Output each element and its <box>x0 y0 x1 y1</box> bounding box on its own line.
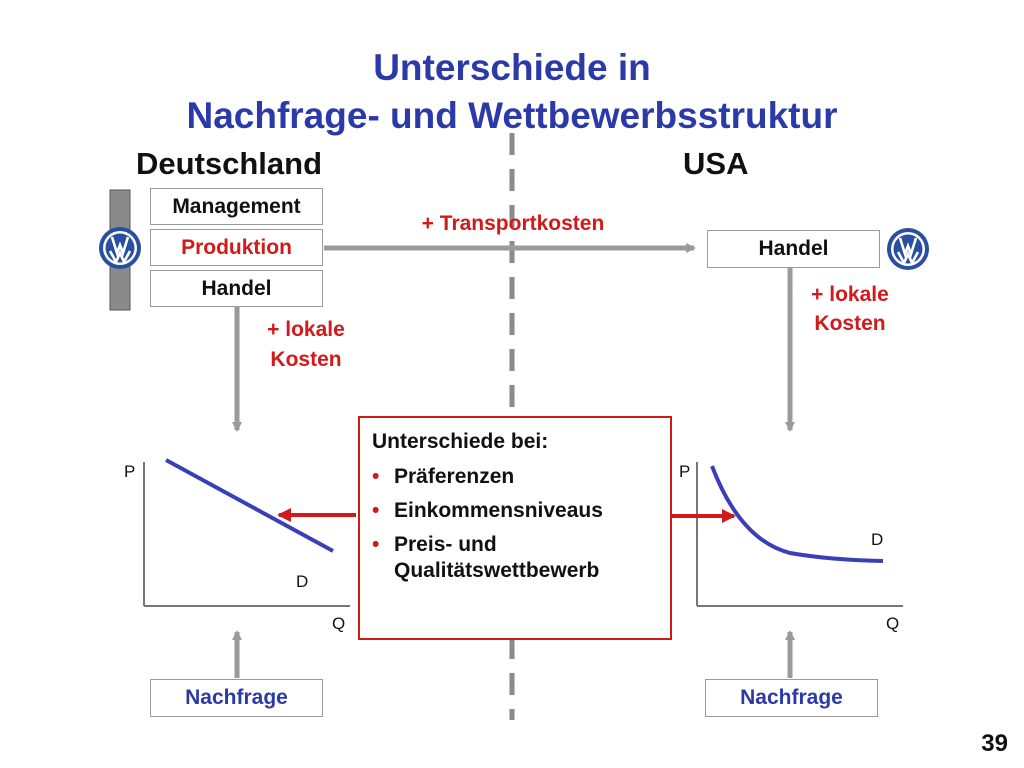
box-produktion: Produktion <box>150 229 323 266</box>
page-number: 39 <box>981 730 1008 757</box>
right-demand-curve <box>710 465 884 563</box>
title-line-2: Nachfrage- und Wettbewerbsstruktur <box>186 95 838 136</box>
left-chart-q-label: Q <box>332 614 346 633</box>
vw-logo-icon <box>887 228 929 270</box>
right-chart-q-label: Q <box>886 614 900 633</box>
country-usa: USA <box>683 146 749 181</box>
difference-item: Preis- und Qualitätswettbewerb <box>372 532 624 584</box>
left-cost-note-line1: + lokale <box>267 318 345 341</box>
box-management: Management <box>150 188 323 225</box>
difference-item: Einkommensniveaus <box>372 498 660 524</box>
right-chart-p-label: P <box>679 462 691 481</box>
box-handel-germany: Handel <box>150 270 323 307</box>
left-chart-d-label: D <box>296 572 309 591</box>
demand-box-usa: Nachfrage <box>705 679 878 717</box>
vw-logo-icon <box>99 227 141 269</box>
left-demand-curve <box>165 458 334 553</box>
differences-heading: Unterschiede bei: <box>372 430 549 453</box>
title-line-1: Unterschiede in <box>373 47 651 88</box>
left-cost-note-line2: Kosten <box>270 348 342 371</box>
right-chart-d-label: D <box>871 530 884 549</box>
demand-box-germany: Nachfrage <box>150 679 323 717</box>
left-chart-p-label: P <box>124 462 136 481</box>
difference-item: Präferenzen <box>372 464 660 490</box>
right-cost-note-line2: Kosten <box>814 312 886 335</box>
differences-list: Präferenzen Einkommensniveaus Preis- und… <box>372 464 660 584</box>
transport-cost-label: + Transportkosten <box>421 212 605 235</box>
differences-box: Unterschiede bei: Präferenzen Einkommens… <box>358 416 672 640</box>
country-germany: Deutschland <box>136 146 323 181</box>
box-handel-usa: Handel <box>707 230 880 268</box>
right-cost-note-line1: + lokale <box>811 283 889 306</box>
